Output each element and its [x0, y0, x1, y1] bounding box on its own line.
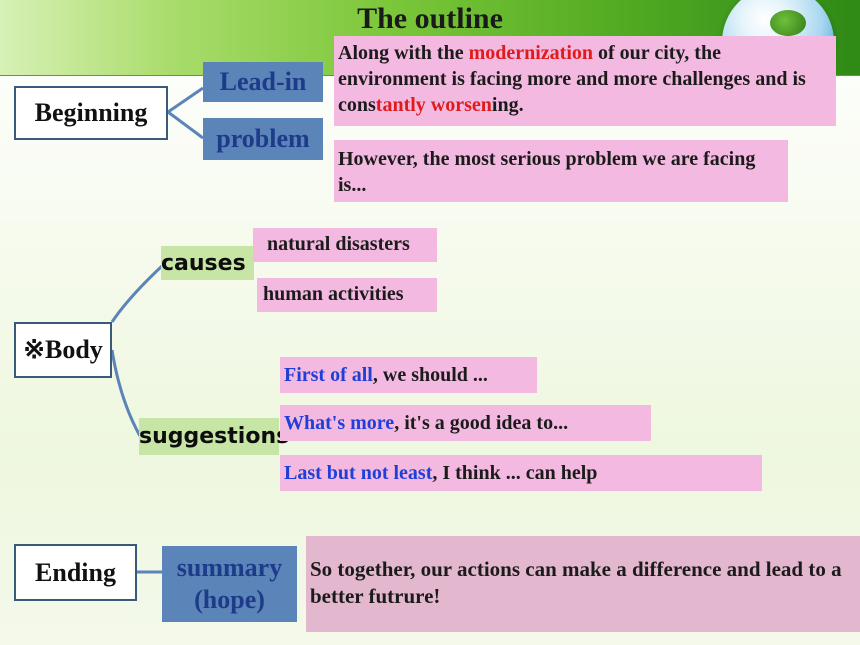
suggestion-rest: , I think ... can help	[432, 462, 598, 484]
suggestion-lead: What's more	[284, 412, 395, 434]
page-title: The outline	[357, 2, 503, 35]
lead-in-text-part3: ing.	[491, 94, 524, 116]
problem-text: However, the most serious problem we are…	[334, 140, 788, 202]
label-suggestions: suggestions	[139, 418, 289, 455]
connector-beginning-problem	[167, 110, 204, 140]
connector-beginning-leadin	[167, 86, 204, 114]
label-lead-in: Lead-in	[203, 62, 323, 102]
cause-item: human activities	[257, 278, 437, 312]
label-hope: (hope)	[194, 585, 265, 614]
ending-text: So together, our actions can make a diff…	[306, 536, 860, 632]
lead-in-text-part1: Along with the	[338, 42, 469, 64]
suggestion-rest: , we should ...	[372, 364, 488, 386]
suggestion-item: Last but not least, I think ... can help	[280, 455, 762, 491]
label-causes: causes	[161, 246, 254, 280]
lead-in-text: Along with the modernization of our city…	[334, 36, 836, 126]
connector-body-causes	[110, 264, 164, 323]
label-summary-hope: summary (hope)	[162, 546, 297, 622]
suggestion-rest: , it's a good idea to...	[394, 412, 569, 434]
tree-icon	[770, 10, 806, 36]
lead-in-highlight-modernization: modernization	[468, 42, 594, 64]
section-body: ※Body	[14, 322, 112, 378]
lead-in-highlight-worsen: tantly worsen	[375, 94, 492, 116]
suggestion-lead: First of all	[284, 364, 373, 386]
lead-in-text-part2: of our city, the environment is facing m…	[338, 42, 806, 116]
suggestion-lead: Last but not least	[284, 462, 433, 484]
section-ending: Ending	[14, 544, 137, 601]
connector-body-suggestions	[110, 349, 142, 437]
suggestion-item: What's more, it's a good idea to...	[280, 405, 651, 441]
suggestion-item: First of all, we should ...	[280, 357, 537, 393]
label-summary: summary	[176, 552, 283, 582]
cause-item: natural disasters	[253, 228, 437, 262]
label-problem: problem	[203, 118, 323, 160]
section-beginning: Beginning	[14, 86, 168, 140]
